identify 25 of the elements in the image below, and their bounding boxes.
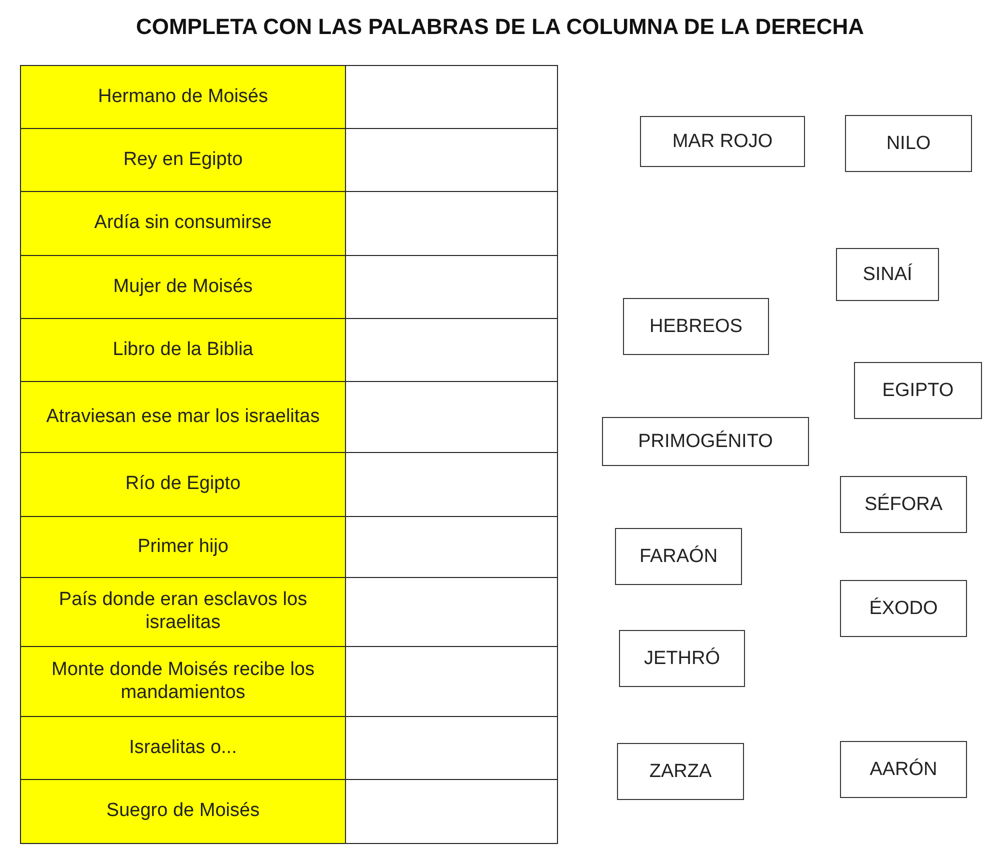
- word-card: AARÓN: [840, 741, 967, 798]
- word-card: ÉXODO: [840, 580, 967, 637]
- clue-cell: Ardía sin consumirse: [20, 191, 346, 256]
- clue-cell: Libro de la Biblia: [20, 318, 346, 382]
- clue-cell: Suegro de Moisés: [20, 779, 346, 844]
- worksheet-title: COMPLETA CON LAS PALABRAS DE LA COLUMNA DE LA DERECHA: [134, 14, 866, 40]
- clue-cell: Río de Egipto: [20, 452, 346, 517]
- word-card: SÉFORA: [840, 476, 967, 533]
- word-card: PRIMOGÉNITO: [602, 417, 809, 466]
- clue-cell: País donde eran esclavos los israelitas: [20, 577, 346, 647]
- word-card: NILO: [845, 115, 972, 172]
- word-card: FARAÓN: [615, 528, 742, 585]
- word-card: JETHRÓ: [619, 630, 745, 687]
- word-card: ZARZA: [617, 743, 744, 800]
- clue-cell: Atraviesan ese mar los israelitas: [20, 381, 346, 453]
- word-card: MAR ROJO: [640, 116, 805, 167]
- clue-cell: Monte donde Moisés recibe los mandamientos: [20, 646, 346, 717]
- word-card: SINAÍ: [836, 248, 939, 301]
- clue-cell: Primer hijo: [20, 516, 346, 578]
- word-card: HEBREOS: [623, 298, 769, 355]
- clue-cell: Israelitas o...: [20, 716, 346, 780]
- clue-cell: Mujer de Moisés: [20, 255, 346, 319]
- word-card: EGIPTO: [854, 362, 982, 419]
- clue-cell: Rey en Egipto: [20, 128, 346, 192]
- clue-cell: Hermano de Moisés: [20, 65, 346, 129]
